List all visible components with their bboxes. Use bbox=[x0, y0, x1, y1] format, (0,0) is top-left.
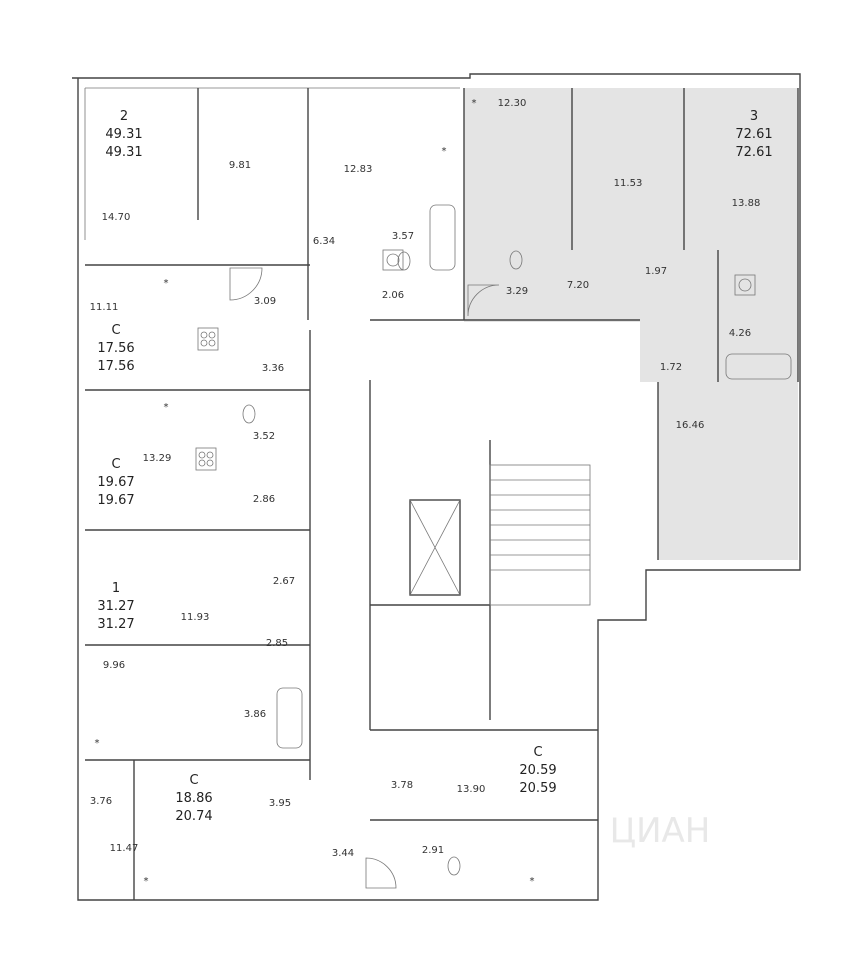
shower-icon bbox=[229, 267, 500, 889]
room-area: 7.20 bbox=[567, 280, 589, 291]
apartment-type-apt-2: 2 bbox=[120, 109, 128, 124]
room-area: 3.36 bbox=[262, 363, 284, 374]
room-area: 3.95 bbox=[269, 798, 291, 809]
bathtub-icon bbox=[276, 204, 792, 749]
room-area: 3.86 bbox=[244, 709, 266, 720]
apartment-area-total-apt-2: 49.31 bbox=[105, 127, 142, 142]
apartment-area-living-apt-1: 31.27 bbox=[97, 617, 134, 632]
elevator-icon bbox=[409, 499, 461, 596]
room-area: 11.11 bbox=[90, 302, 119, 313]
svg-text:*: * bbox=[472, 98, 477, 109]
room-area: 11.53 bbox=[614, 178, 643, 189]
room-area: 11.47 bbox=[110, 843, 139, 854]
room-area: 4.26 bbox=[729, 328, 751, 339]
apartment-type-apt-c-1886: С bbox=[189, 773, 198, 788]
apartment-area-living-apt-c-1756: 17.56 bbox=[97, 359, 134, 374]
apartment-type-apt-3: 3 bbox=[750, 109, 758, 124]
room-area: 3.29 bbox=[506, 286, 528, 297]
apartment-area-living-apt-2: 49.31 bbox=[105, 145, 142, 160]
room-area: 2.86 bbox=[253, 494, 275, 505]
room-area: 13.88 bbox=[732, 198, 761, 209]
apartment-area-living-apt-c-1967: 19.67 bbox=[97, 493, 134, 508]
apartment-area-total-apt-c-1886: 18.86 bbox=[175, 791, 212, 806]
washing-machine-icon bbox=[382, 249, 756, 296]
apartment-area-total-apt-1: 31.27 bbox=[97, 599, 134, 614]
apartment-type-apt-c-2059: С bbox=[533, 745, 542, 760]
toilet-icon bbox=[242, 250, 523, 876]
room-area: 9.96 bbox=[103, 660, 125, 671]
apartment-area-living-apt-c-2059: 20.59 bbox=[519, 781, 556, 796]
room-area: 14.70 bbox=[102, 212, 131, 223]
room-area: 2.67 bbox=[273, 576, 295, 587]
watermark: ЦИАН bbox=[610, 811, 711, 851]
room-area: 1.72 bbox=[660, 362, 682, 373]
room-area: 13.90 bbox=[457, 784, 486, 795]
apartment-area-living-apt-c-1886: 20.74 bbox=[175, 809, 212, 824]
room-area: 3.57 bbox=[392, 231, 414, 242]
room-area: 9.81 bbox=[229, 160, 251, 171]
room-area: 1.97 bbox=[645, 266, 667, 277]
room-area: 6.34 bbox=[313, 236, 335, 247]
svg-text:*: * bbox=[164, 402, 169, 413]
apartment-area-total-apt-c-2059: 20.59 bbox=[519, 763, 556, 778]
room-area: 2.85 bbox=[266, 638, 288, 649]
room-area: 16.46 bbox=[676, 420, 705, 431]
room-labels: 14.70 9.81 12.83 6.34 3.57 2.06 12.30 11… bbox=[90, 98, 761, 859]
svg-text:*: * bbox=[144, 876, 149, 887]
room-area: 2.91 bbox=[422, 845, 444, 856]
highlighted-apartment-3 bbox=[464, 88, 798, 560]
stairwell bbox=[489, 464, 591, 606]
apartment-area-total-apt-3: 72.61 bbox=[735, 127, 772, 142]
room-area: 13.29 bbox=[143, 453, 172, 464]
apartment-type-apt-c-1756: С bbox=[111, 323, 120, 338]
room-area: 3.78 bbox=[391, 780, 413, 791]
room-area: 3.09 bbox=[254, 296, 276, 307]
apartment-area-living-apt-3: 72.61 bbox=[735, 145, 772, 160]
apartment-labels: 2 49.31 49.31 3 72.61 72.61 С 17.56 17.5… bbox=[97, 109, 772, 824]
room-area: 11.93 bbox=[181, 612, 210, 623]
room-area: 3.76 bbox=[90, 796, 112, 807]
outer-walls bbox=[72, 73, 801, 901]
room-area: 12.30 bbox=[498, 98, 527, 109]
svg-text:*: * bbox=[442, 146, 447, 157]
room-area: 3.52 bbox=[253, 431, 275, 442]
room-area: 2.06 bbox=[382, 290, 404, 301]
apartment-type-apt-c-1967: С bbox=[111, 457, 120, 472]
apartment-area-total-apt-c-1967: 19.67 bbox=[97, 475, 134, 490]
svg-text:*: * bbox=[530, 876, 535, 887]
apartment-area-total-apt-c-1756: 17.56 bbox=[97, 341, 134, 356]
room-area: 12.83 bbox=[344, 164, 373, 175]
svg-text:*: * bbox=[164, 278, 169, 289]
apartment-type-apt-1: 1 bbox=[112, 581, 120, 596]
room-area: 3.44 bbox=[332, 848, 354, 859]
stove-icon bbox=[195, 327, 219, 471]
fridge-icon: * * * * * * * bbox=[95, 98, 535, 887]
svg-text:*: * bbox=[95, 738, 100, 749]
